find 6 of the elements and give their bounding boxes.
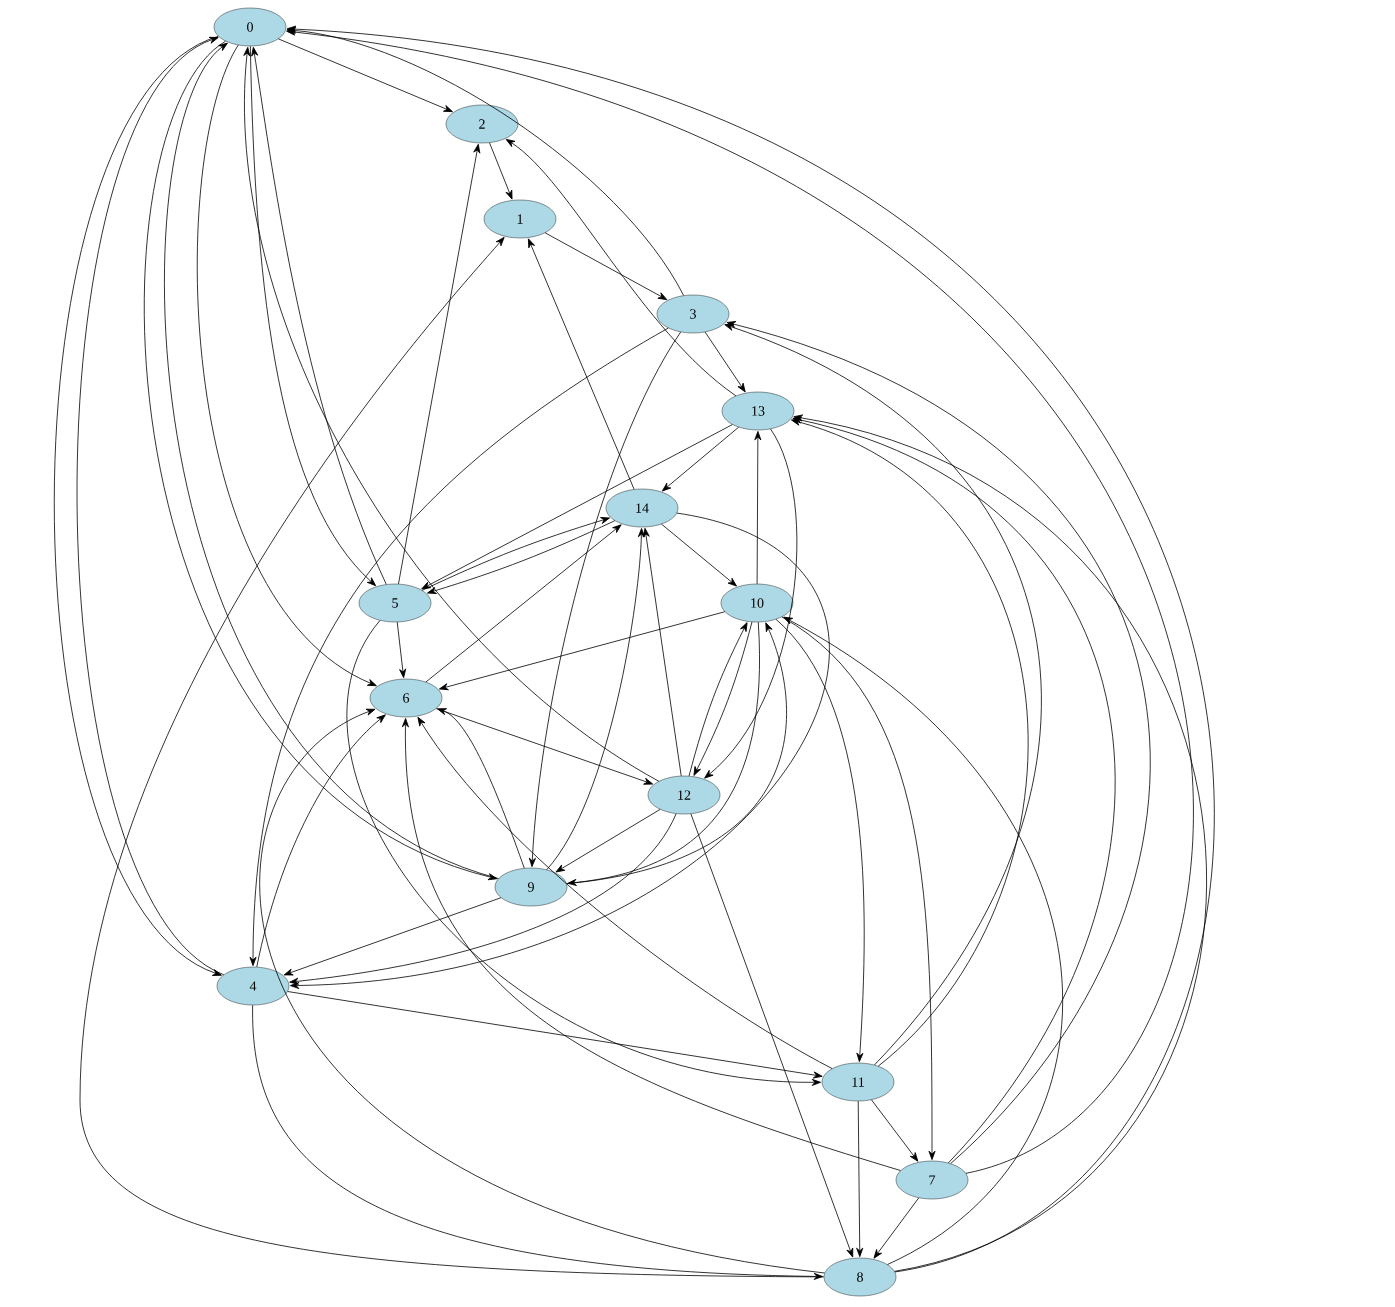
arrow xyxy=(873,1197,920,1259)
graph-node: 8 xyxy=(823,1257,897,1297)
graph-node: 0 xyxy=(213,7,287,47)
graph-node: 4 xyxy=(216,966,290,1006)
arrow xyxy=(76,36,225,976)
arrow xyxy=(53,35,222,976)
